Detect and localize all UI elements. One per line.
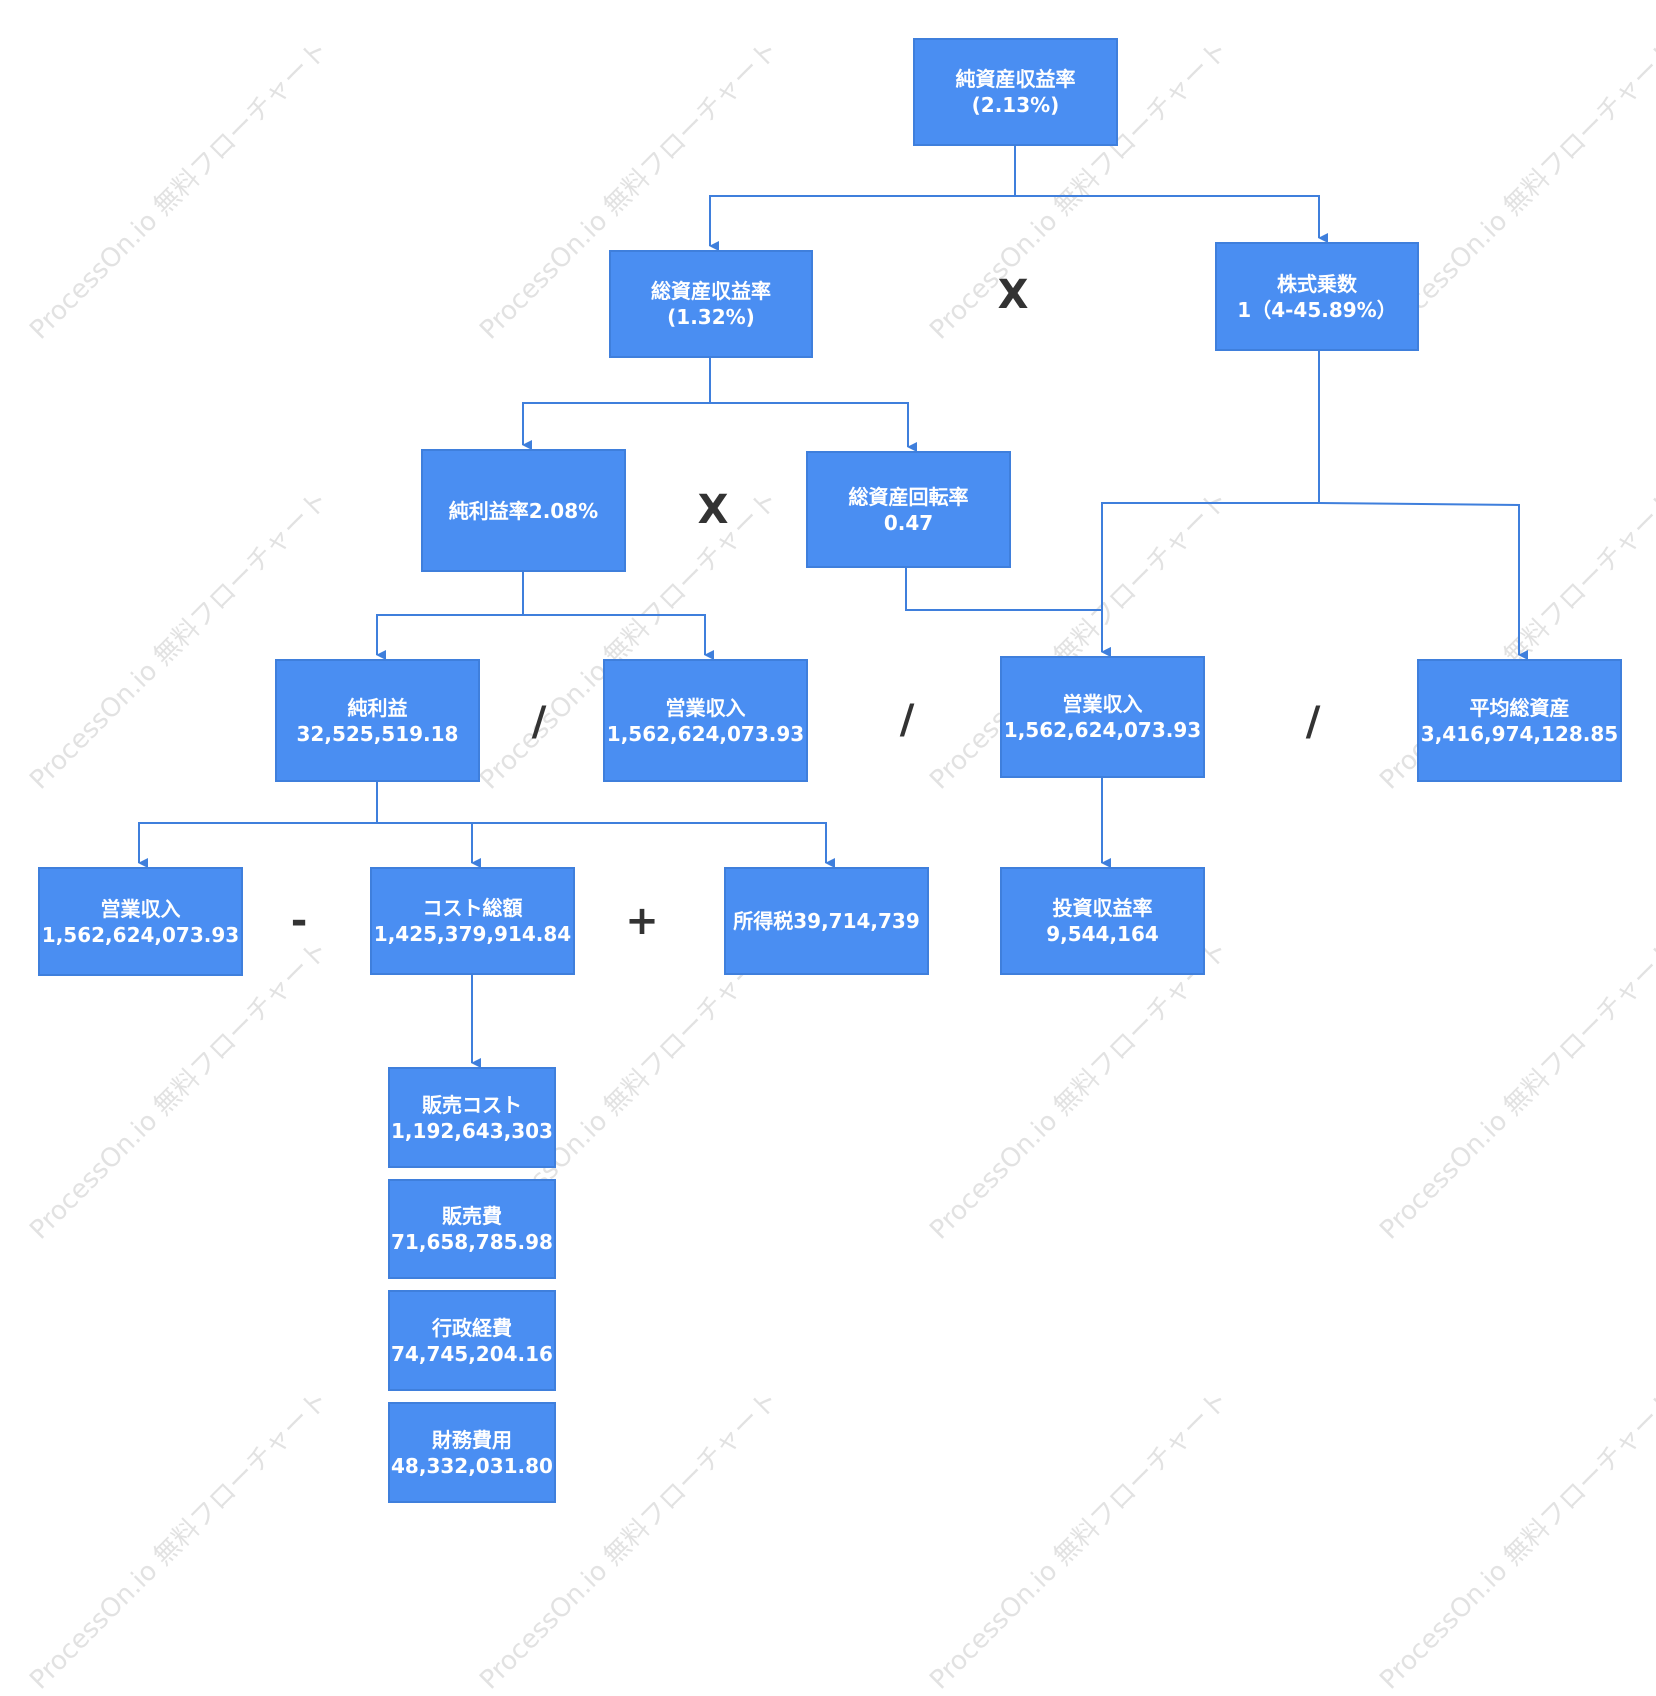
total-cost-node[interactable]: コスト総額 1,425,379,914.84 <box>370 867 575 975</box>
net-margin-label: 純利益率2.08% <box>448 498 599 523</box>
cost-of-sales-label: 販売コスト <box>422 1092 522 1117</box>
multiply-operator-mid: X <box>697 487 729 533</box>
revenue-node-b[interactable]: 営業収入 1,562,624,073.93 <box>1000 656 1205 778</box>
revenue-a-label: 営業収入 <box>665 695 746 720</box>
divide-operator-3: / <box>1305 699 1321 745</box>
admin-expenses-node[interactable]: 行政経費 74,745,204.16 <box>388 1290 556 1391</box>
connector-margin-netincome <box>376 572 524 660</box>
asset-turnover-node[interactable]: 総資産回転率 0.47 <box>806 451 1011 568</box>
connector-turnover-revenue <box>905 568 1111 657</box>
selling-expenses-value: 71,658,785.98 <box>391 1230 553 1254</box>
revenue-a-value: 1,562,624,073.93 <box>606 721 805 746</box>
equity-multiplier-node[interactable]: 株式乗数 1（4-45.89%） <box>1215 242 1419 351</box>
net-income-node[interactable]: 純利益 32,525,519.18 <box>275 659 480 782</box>
avg-assets-node[interactable]: 平均総資産 3,416,974,128.85 <box>1417 659 1622 782</box>
net-income-value: 32,525,519.18 <box>296 721 459 746</box>
connector-multiplier-assets <box>1318 502 1528 660</box>
revenue-node-c[interactable]: 営業収入 1,562,624,073.93 <box>38 867 243 976</box>
minus-operator: - <box>290 898 308 944</box>
finance-expenses-label: 財務費用 <box>432 1427 512 1452</box>
roa-label: 総資産収益率 <box>651 279 771 303</box>
investment-return-value: 9,544,164 <box>1046 922 1159 946</box>
avg-assets-value: 3,416,974,128.85 <box>1420 721 1619 746</box>
cost-of-sales-node[interactable]: 販売コスト 1,192,643,303 <box>388 1067 556 1168</box>
avg-assets-label: 平均総資産 <box>1469 695 1570 720</box>
revenue-c-label: 営業収入 <box>100 896 181 921</box>
roe-label: 純資産収益率 <box>955 67 1076 91</box>
multiply-operator-top: X <box>997 272 1029 318</box>
admin-expenses-label: 行政経費 <box>432 1315 512 1340</box>
connector-netincome-tax <box>377 822 835 868</box>
roa-node[interactable]: 総資産収益率 (1.32%) <box>609 250 813 358</box>
connector-multiplier-revenue <box>1101 351 1320 657</box>
equity-multiplier-label: 株式乗数 <box>1277 271 1357 296</box>
divide-operator-2: / <box>899 697 915 743</box>
connector-roe-multiplier <box>1015 195 1328 243</box>
asset-turnover-value: 0.47 <box>883 510 934 535</box>
income-tax-node[interactable]: 所得税39,714,739 <box>724 867 929 975</box>
plus-operator: + <box>625 898 659 944</box>
finance-expenses-node[interactable]: 財務費用 48,332,031.80 <box>388 1402 556 1503</box>
finance-expenses-value: 48,332,031.80 <box>391 1453 553 1478</box>
roe-node[interactable]: 純資産収益率 (2.13%) <box>913 38 1118 146</box>
total-cost-value: 1,425,379,914.84 <box>373 922 572 946</box>
investment-return-label: 投資収益率 <box>1052 896 1153 920</box>
revenue-b-value: 1,562,624,073.93 <box>1003 718 1202 742</box>
connector-netincome-revenue <box>138 782 378 868</box>
connector-roa-turnover <box>710 402 917 452</box>
connector-lines <box>138 146 1528 1068</box>
net-margin-node[interactable]: 純利益率2.08% <box>421 449 626 572</box>
divide-operator-1: / <box>531 699 547 745</box>
connector-roe-roa <box>709 146 1016 251</box>
connector-roa-margin <box>522 358 711 450</box>
connector-netincome-cost <box>377 822 481 868</box>
connector-margin-revenue <box>523 614 714 660</box>
revenue-c-value: 1,562,624,073.93 <box>41 922 240 947</box>
selling-expenses-node[interactable]: 販売費 71,658,785.98 <box>388 1179 556 1279</box>
cost-of-sales-value: 1,192,643,303 <box>391 1118 553 1143</box>
net-income-label: 純利益 <box>347 695 408 720</box>
equity-multiplier-value: 1（4-45.89%） <box>1237 297 1397 322</box>
investment-return-node[interactable]: 投資収益率 9,544,164 <box>1000 867 1205 975</box>
roe-value: (2.13%) <box>971 93 1060 117</box>
revenue-b-label: 営業収入 <box>1062 692 1143 716</box>
selling-expenses-label: 販売費 <box>442 1204 502 1228</box>
asset-turnover-label: 総資産回転率 <box>848 484 969 509</box>
income-tax-label: 所得税39,714,739 <box>733 909 920 933</box>
admin-expenses-value: 74,745,204.16 <box>391 1341 553 1366</box>
roa-value: (1.32%) <box>667 305 755 329</box>
revenue-node-a[interactable]: 営業収入 1,562,624,073.93 <box>603 659 808 782</box>
total-cost-label: コスト総額 <box>422 896 523 920</box>
